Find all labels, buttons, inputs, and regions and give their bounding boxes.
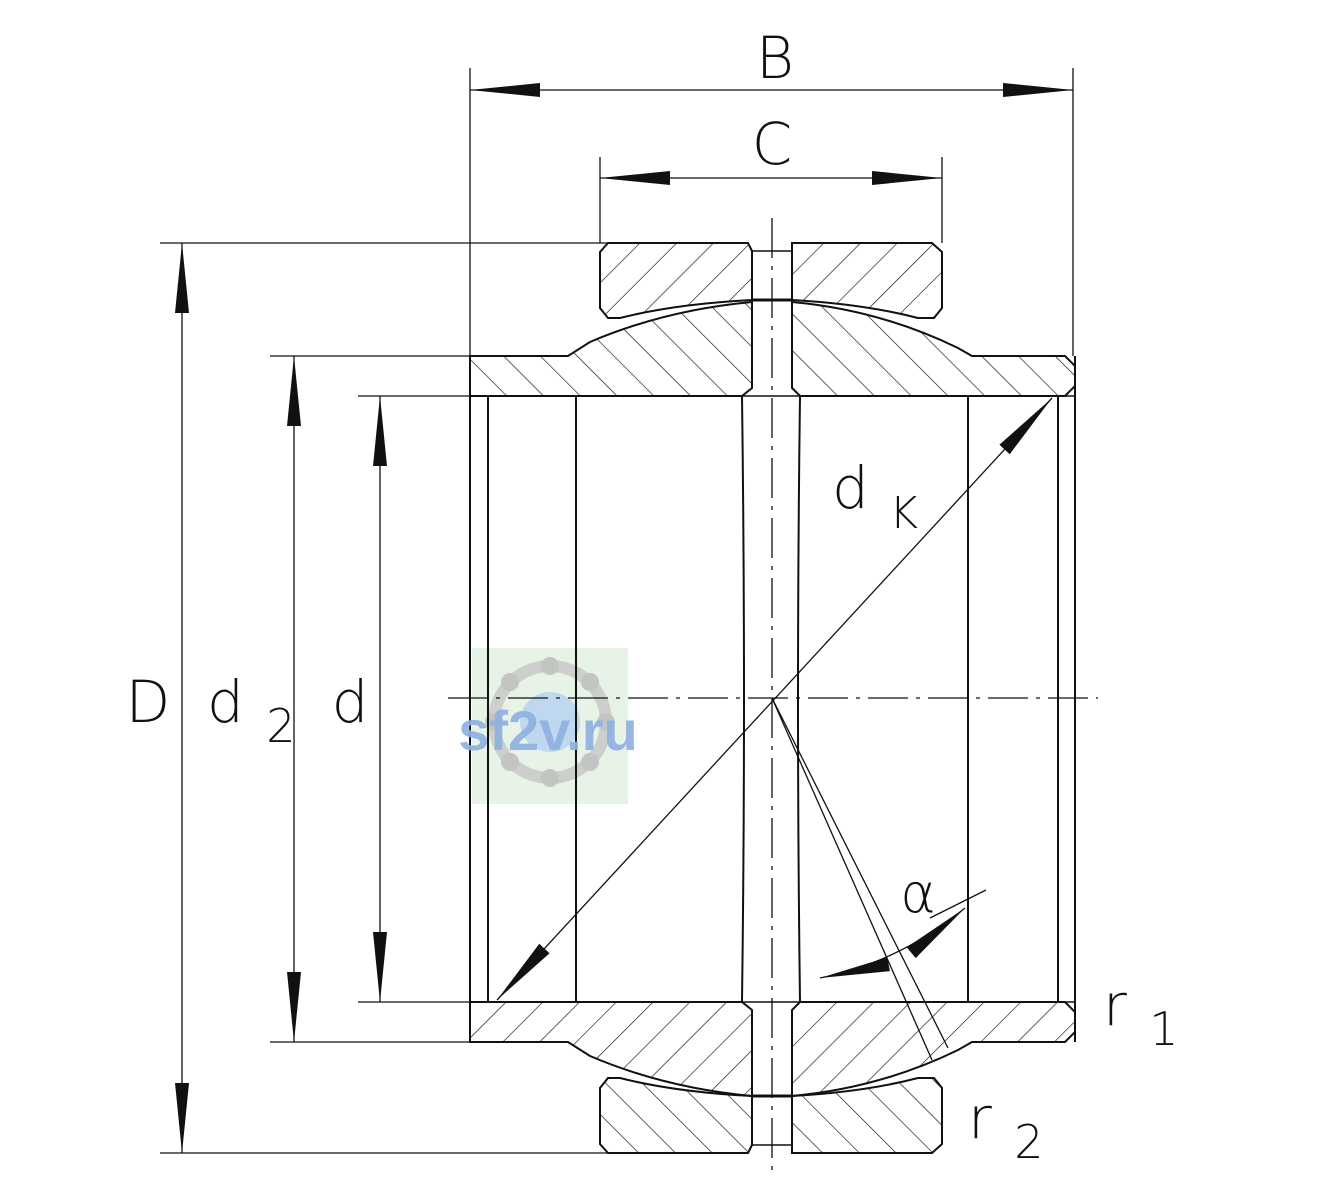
label-D: D bbox=[126, 668, 171, 736]
label-r2: r 2 bbox=[968, 1084, 1044, 1169]
label-r1-main: r bbox=[1103, 971, 1127, 1039]
dimension-lines bbox=[175, 82, 1073, 1153]
dimension-dk-line bbox=[496, 397, 1053, 1001]
label-r2-subscript: 2 bbox=[1014, 1115, 1043, 1169]
label-alpha: α bbox=[900, 862, 936, 925]
label-d2-main: d bbox=[207, 668, 244, 736]
label-dk-main: d bbox=[832, 454, 869, 522]
angle-alpha-construction bbox=[771, 697, 987, 1061]
dimension-labels: B C D d 2 d d K α r 1 r 2 bbox=[126, 24, 1179, 1169]
label-r1-subscript: 1 bbox=[1149, 1002, 1178, 1056]
label-r2-main: r bbox=[968, 1084, 992, 1152]
outer-ring bbox=[599, 242, 943, 1154]
label-dk: d K bbox=[832, 454, 918, 539]
inner-ring bbox=[469, 300, 1076, 1098]
label-r1: r 1 bbox=[1103, 971, 1179, 1056]
label-C: C bbox=[752, 110, 793, 178]
label-d2-subscript: 2 bbox=[266, 699, 295, 753]
label-d: d bbox=[332, 668, 369, 736]
label-dk-subscript: K bbox=[889, 488, 918, 539]
extension-lines bbox=[160, 68, 1074, 1154]
watermark-text: sf2v.ru bbox=[458, 699, 637, 762]
label-d2: d 2 bbox=[207, 668, 296, 753]
label-B: B bbox=[756, 24, 794, 92]
